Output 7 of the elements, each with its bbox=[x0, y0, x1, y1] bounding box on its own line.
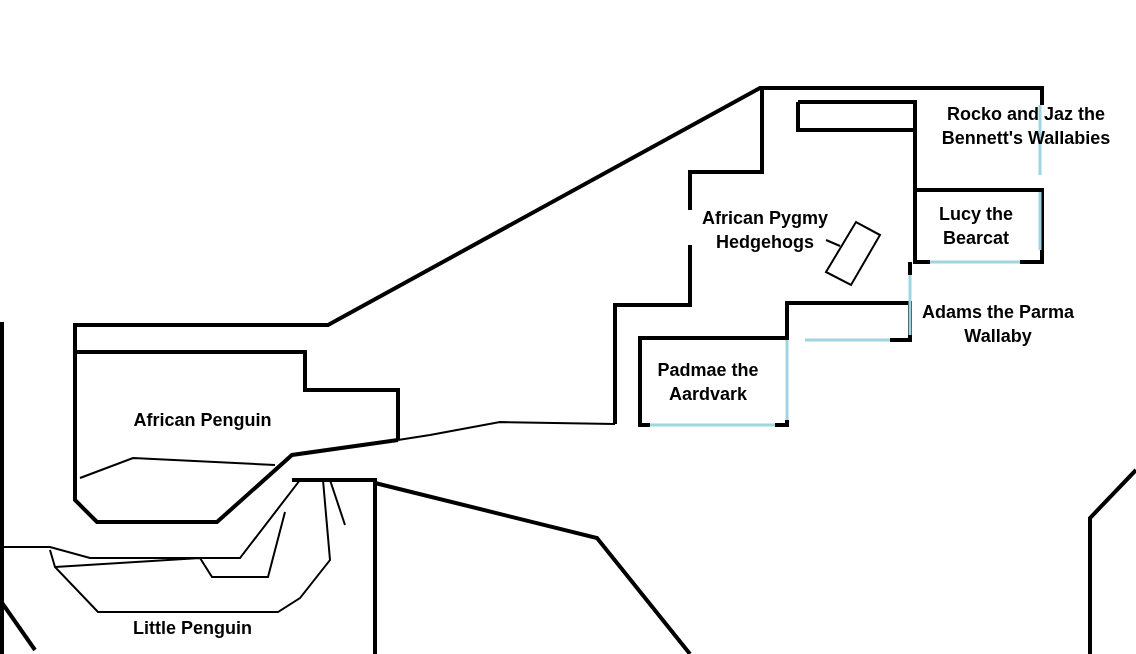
exhibit-label: Little Penguin bbox=[132, 617, 253, 640]
exhibit-label: African Penguin bbox=[132, 409, 273, 432]
exhibit-label: Padmae the Aardvark bbox=[656, 359, 760, 406]
exhibit-label: Rocko and Jaz the Bennett's Wallabies bbox=[940, 103, 1112, 150]
exhibit-label: African Pygmy Hedgehogs bbox=[700, 207, 829, 254]
exhibit-label: Lucy the Bearcat bbox=[938, 203, 1014, 250]
exhibit-label: Adams the Parma Wallaby bbox=[920, 301, 1076, 348]
